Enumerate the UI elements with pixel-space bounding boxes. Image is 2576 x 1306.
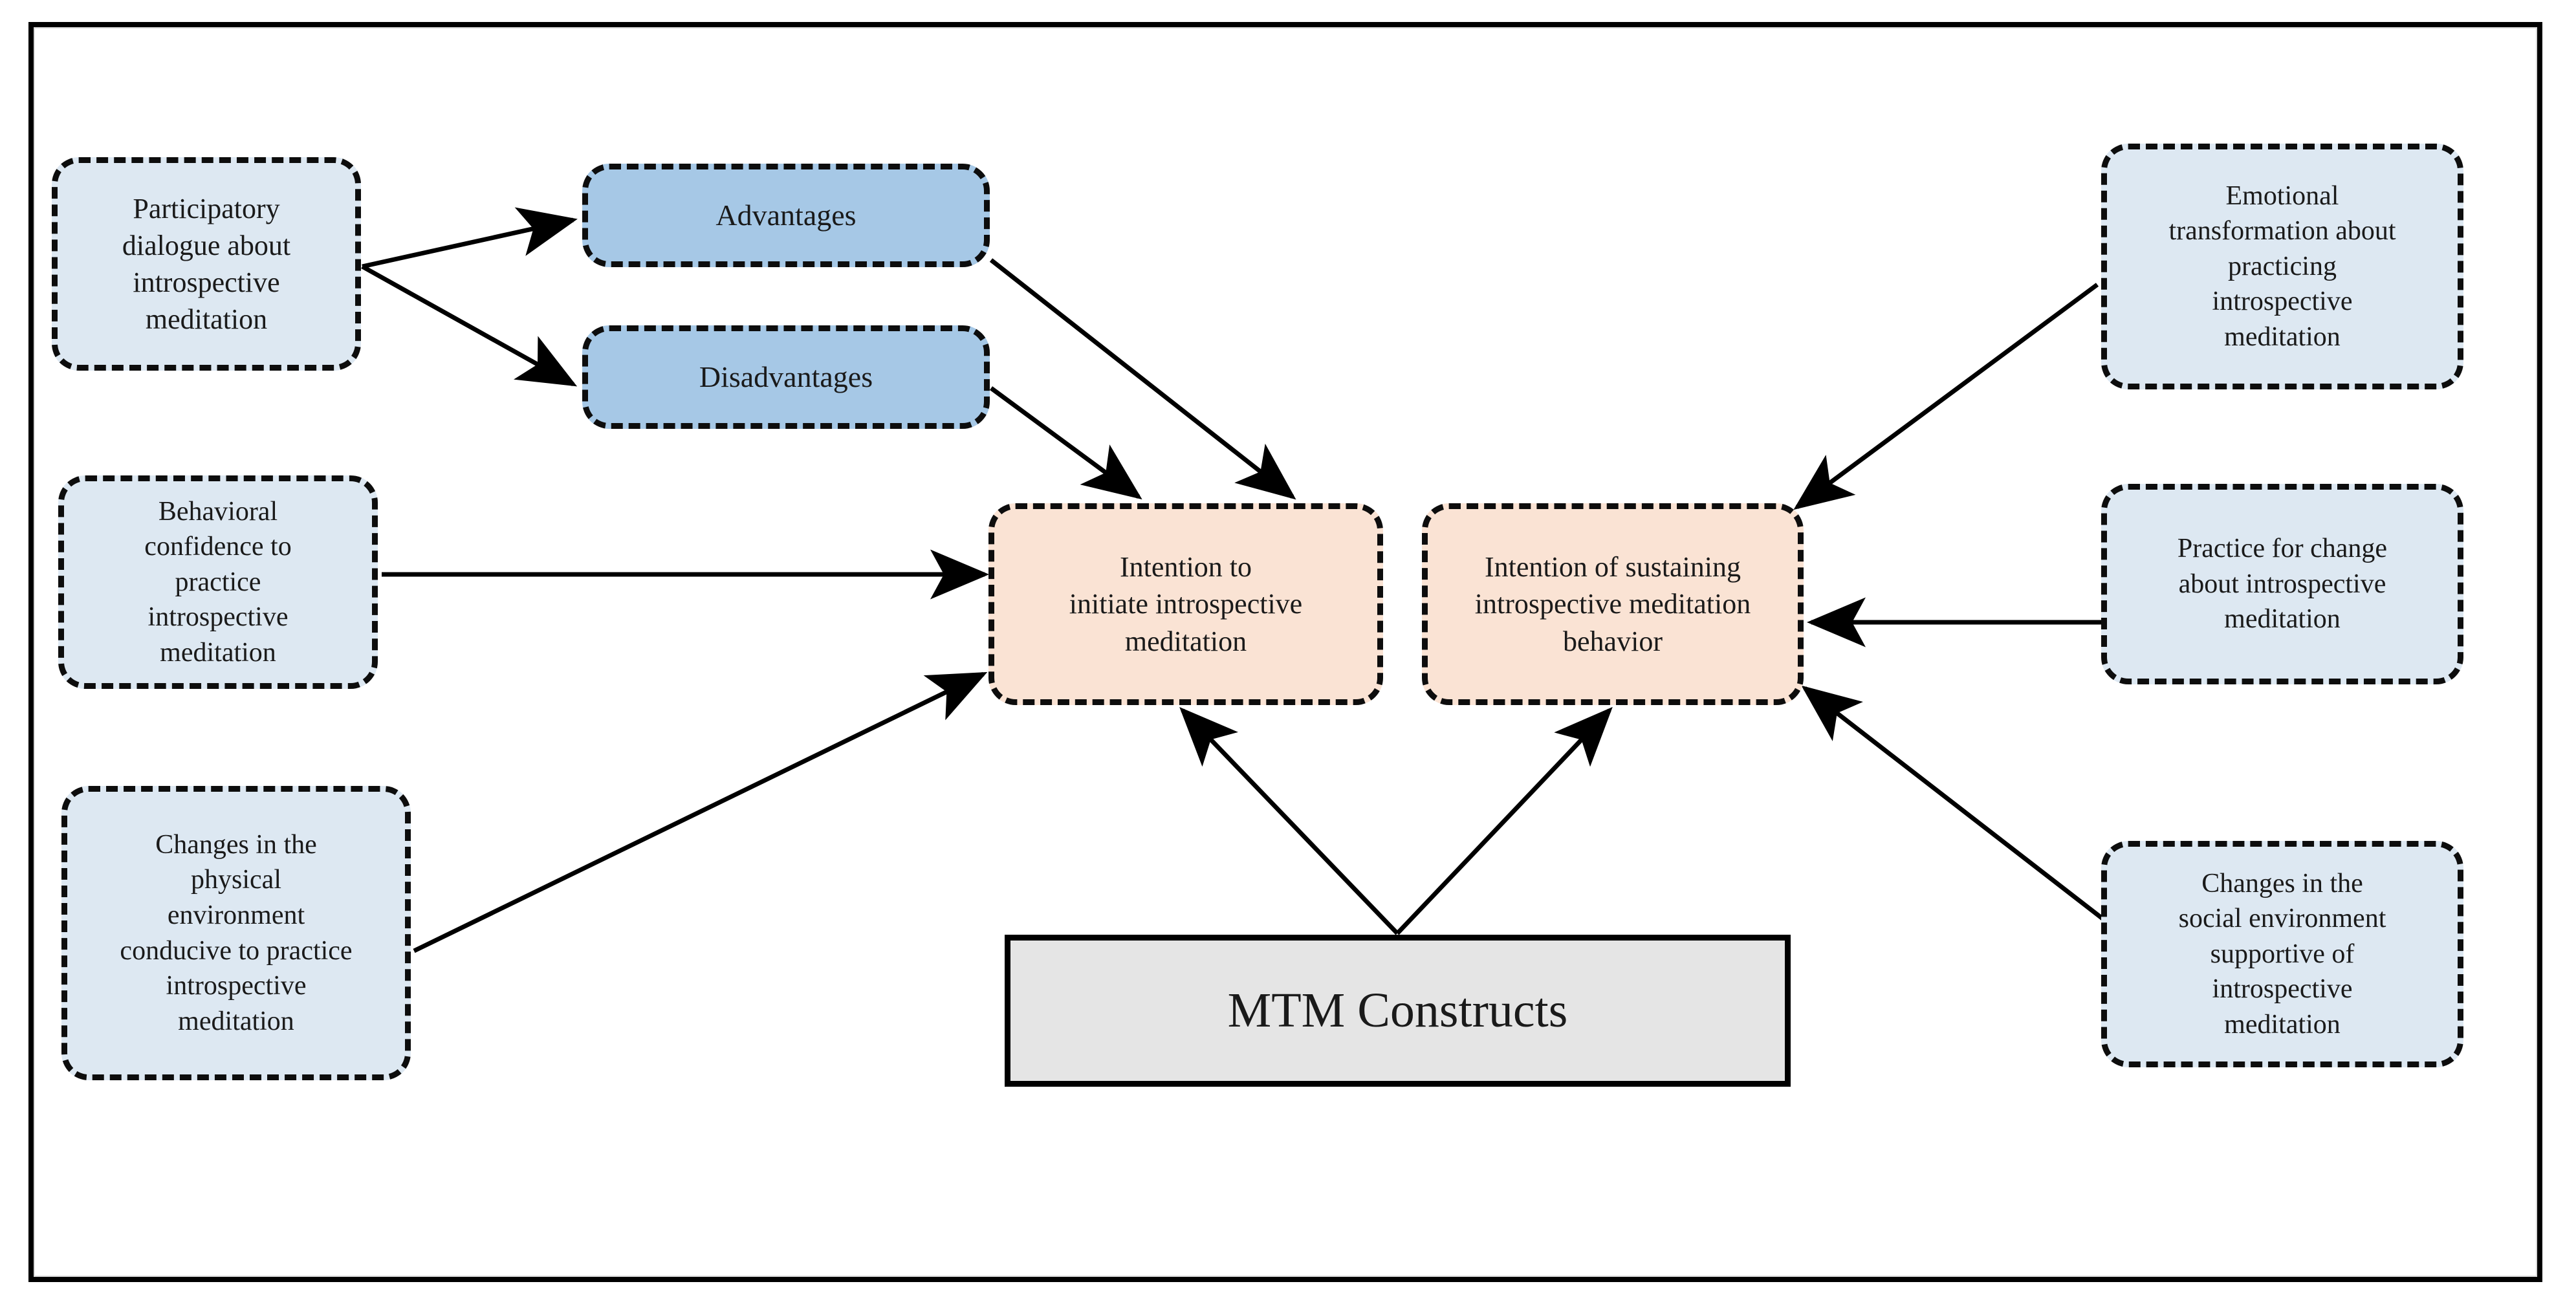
node-advantages[interactable]: Advantages <box>582 164 990 267</box>
node-behavioral-confidence-label: Behavioral confidence to practice intros… <box>144 496 292 668</box>
node-emotional-transformation-label: Emotional transformation about practicin… <box>2168 180 2396 352</box>
node-practice-for-change[interactable]: Practice for change about introspective … <box>2101 484 2463 684</box>
node-physical-environment[interactable]: Changes in the physical environment cond… <box>61 786 411 1080</box>
node-physical-environment-label: Changes in the physical environment cond… <box>120 829 353 1036</box>
node-mtm-constructs-label: MTM Constructs <box>1227 983 1568 1038</box>
node-social-environment-label: Changes in the social environment suppor… <box>2178 868 2386 1039</box>
node-practice-for-change-label: Practice for change about introspective … <box>2177 534 2388 635</box>
node-intention-sustain[interactable]: Intention of sustaining introspective me… <box>1422 503 1804 705</box>
node-emotional-transformation[interactable]: Emotional transformation about practicin… <box>2101 144 2463 389</box>
node-participatory-dialogue-label: Participatory dialogue about introspecti… <box>122 192 291 336</box>
node-disadvantages[interactable]: Disadvantages <box>582 325 990 429</box>
node-participatory-dialogue[interactable]: Participatory dialogue about introspecti… <box>52 157 361 371</box>
node-mtm-constructs[interactable]: MTM Constructs <box>1005 935 1791 1087</box>
node-disadvantages-label: Disadvantages <box>699 360 873 394</box>
node-behavioral-confidence[interactable]: Behavioral confidence to practice intros… <box>58 475 378 689</box>
node-intention-initiate[interactable]: Intention to initiate introspective medi… <box>988 503 1383 705</box>
node-intention-sustain-label: Intention of sustaining introspective me… <box>1474 551 1751 657</box>
node-intention-initiate-label: Intention to initiate introspective medi… <box>1069 551 1303 657</box>
node-advantages-label: Advantages <box>715 199 857 232</box>
node-social-environment[interactable]: Changes in the social environment suppor… <box>2101 841 2463 1067</box>
